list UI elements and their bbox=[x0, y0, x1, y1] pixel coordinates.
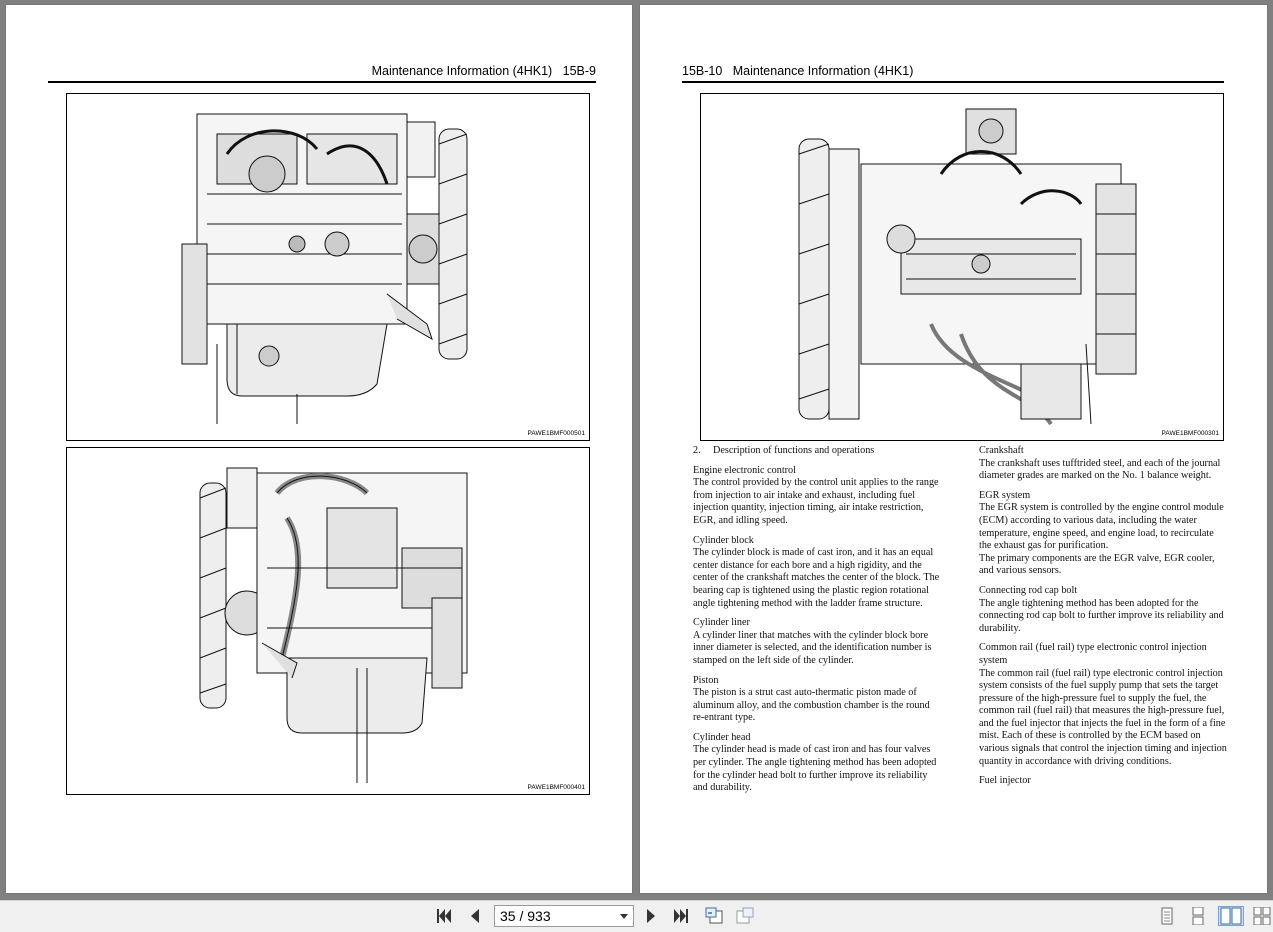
section-body: The piston is a strut cast auto-thermati… bbox=[693, 687, 930, 724]
continuous-page-icon bbox=[1192, 907, 1204, 925]
continuous-page-view-button[interactable] bbox=[1188, 906, 1208, 926]
section-body: The angle tightening method has been ado… bbox=[979, 597, 1224, 634]
text-column-right: Crankshaft The crankshaft uses tufftride… bbox=[979, 445, 1227, 795]
section-crankshaft: Crankshaft The crankshaft uses tufftride… bbox=[979, 445, 1227, 483]
previous-page-button[interactable] bbox=[465, 906, 485, 926]
section-number: 2. bbox=[693, 445, 701, 456]
section-title: Crankshaft bbox=[979, 445, 1024, 456]
section-title: Fuel injector bbox=[979, 775, 1031, 787]
section-body: The EGR system is controlled by the engi… bbox=[979, 502, 1224, 552]
section-connecting-rod-cap-bolt: Connecting rod cap bolt The angle tighte… bbox=[979, 585, 1227, 635]
previous-page-icon bbox=[471, 909, 479, 923]
go-back-button[interactable] bbox=[704, 906, 724, 926]
page-number-input[interactable]: 35 / 933 bbox=[494, 905, 634, 927]
section-title: Cylinder liner bbox=[693, 617, 750, 629]
section-piston: Piston The piston is a strut cast auto-t… bbox=[693, 675, 943, 725]
last-page-icon bbox=[674, 909, 688, 923]
chevron-down-icon[interactable] bbox=[620, 914, 628, 919]
engine-illustration-top-view: PAWE1BMF000301 bbox=[700, 93, 1224, 441]
go-back-icon bbox=[705, 907, 723, 924]
section-body: The common rail (fuel rail) type electro… bbox=[979, 667, 1227, 767]
first-page-icon bbox=[437, 909, 451, 923]
section-engine-electronic-control: Engine electronic control The control pr… bbox=[693, 465, 943, 528]
viewer-toolbar: 35 / 933 bbox=[0, 900, 1273, 932]
text-column-left: 2. Description of functions and operation… bbox=[693, 445, 943, 802]
two-page-continuous-icon bbox=[1253, 907, 1271, 925]
section-title: Cylinder head bbox=[693, 731, 751, 743]
two-page-continuous-view-button[interactable] bbox=[1252, 906, 1272, 926]
section-egr-system: EGR system The EGR system is controlled … bbox=[979, 490, 1227, 578]
page-header: Maintenance Information (4HK1) 15B-9 bbox=[48, 63, 596, 83]
section-title: Connecting rod cap bolt bbox=[979, 584, 1078, 596]
section-title: Description of functions and operations bbox=[713, 445, 875, 456]
section-cylinder-head: Cylinder head The cylinder head is made … bbox=[693, 732, 943, 795]
section-fuel-injector: Fuel injector bbox=[979, 775, 1227, 788]
single-page-view-button[interactable] bbox=[1157, 906, 1177, 926]
two-page-view-button[interactable] bbox=[1218, 906, 1244, 926]
single-page-icon bbox=[1161, 907, 1173, 925]
go-forward-button[interactable] bbox=[735, 906, 755, 926]
section-body: The primary components are the EGR valve… bbox=[979, 552, 1215, 577]
section-body: The control provided by the control unit… bbox=[693, 477, 939, 526]
section-heading-numbered: 2. Description of functions and operation… bbox=[693, 445, 943, 458]
section-body: The crankshaft uses tufftrided steel, an… bbox=[979, 457, 1221, 482]
figure-id-label: PAWE1BMF000301 bbox=[1161, 430, 1219, 437]
document-page-left: Maintenance Information (4HK1) 15B-9 bbox=[6, 5, 632, 893]
section-body: The cylinder block is made of cast iron,… bbox=[693, 547, 940, 609]
next-page-icon bbox=[647, 909, 655, 923]
section-body: The cylinder head is made of cast iron a… bbox=[693, 744, 937, 794]
figure-id-label: PAWE1BMF000501 bbox=[527, 430, 585, 437]
section-cylinder-liner: Cylinder liner A cylinder liner that mat… bbox=[693, 617, 943, 667]
page-header-text: 15B-10 Maintenance Information (4HK1) bbox=[682, 64, 914, 78]
figure-id-label: PAWE1BMF000401 bbox=[527, 784, 585, 791]
engine-illustration-left-side: PAWE1BMF000401 bbox=[66, 447, 590, 795]
section-body: A cylinder liner that matches with the c… bbox=[693, 629, 932, 666]
section-common-rail-injection: Common rail (fuel rail) type electronic … bbox=[979, 642, 1227, 768]
page-header: 15B-10 Maintenance Information (4HK1) bbox=[682, 63, 1224, 83]
page-header-text: Maintenance Information (4HK1) 15B-9 bbox=[371, 64, 596, 78]
last-page-button[interactable] bbox=[671, 906, 691, 926]
two-page-icon bbox=[1220, 907, 1242, 925]
engine-illustration-right-side: PAWE1BMF000501 bbox=[66, 93, 590, 441]
document-page-right: 15B-10 Maintenance Information (4HK1) bbox=[640, 5, 1267, 893]
engine-top-view-icon bbox=[798, 108, 1137, 426]
section-title: Engine electronic control bbox=[693, 464, 796, 476]
section-title: Piston bbox=[693, 674, 719, 686]
section-title: Cylinder block bbox=[693, 534, 754, 546]
page-number-value: 35 / 933 bbox=[500, 908, 551, 924]
engine-side-view-icon bbox=[181, 113, 468, 424]
engine-side-view-icon bbox=[199, 467, 468, 783]
next-page-button[interactable] bbox=[641, 906, 661, 926]
go-forward-icon bbox=[736, 907, 754, 924]
section-title: EGR system bbox=[979, 489, 1031, 501]
section-cylinder-block: Cylinder block The cylinder block is mad… bbox=[693, 535, 943, 611]
section-title: Common rail (fuel rail) type electronic … bbox=[979, 642, 1207, 666]
first-page-button[interactable] bbox=[434, 906, 454, 926]
